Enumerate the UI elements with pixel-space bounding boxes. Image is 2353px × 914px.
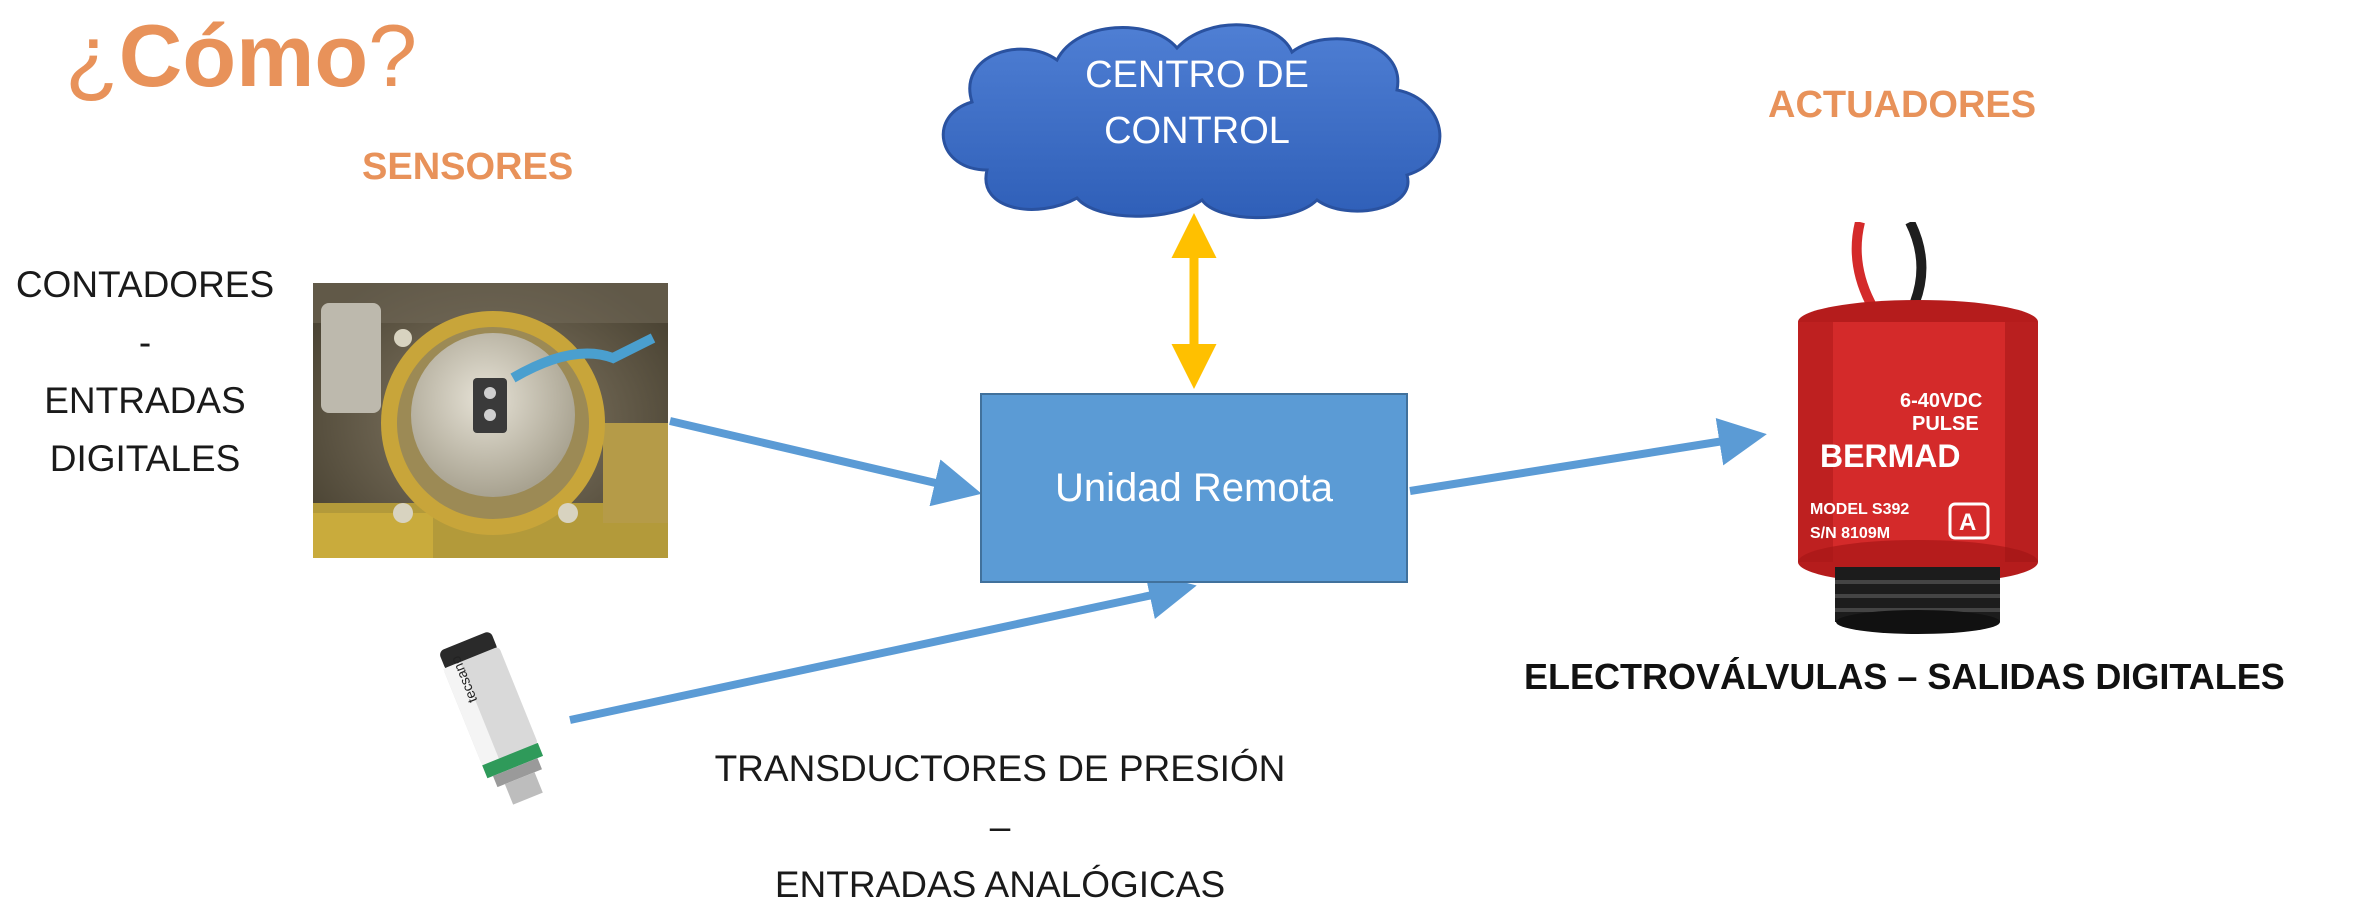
arrow-meter-to-remote (669, 417, 982, 507)
valve-badge-frame (1948, 502, 1990, 540)
valve-serial-text: S/N 8109M (1810, 525, 1890, 542)
control-center-line1: CENTRO DE (1085, 54, 1309, 96)
pressure-transducer-photo: tecsano (440, 632, 544, 805)
page-title: ¿Cómo? (65, 6, 418, 105)
title-open: ¿ (65, 6, 119, 105)
actuators-heading: ACTUADORES (1768, 84, 2037, 126)
valve-badge-text: A (1959, 509, 1976, 536)
counters-label-line3: ENTRADAS (44, 380, 246, 421)
transducers-label-line3: ENTRADAS ANALÓGICAS (774, 864, 1226, 905)
water-meter-photo (313, 283, 668, 558)
valve-voltage-text: 6-40VDC (1900, 390, 1982, 412)
control-center-line2: CONTROL (1104, 110, 1290, 152)
electrovalves-label: ELECTROVÁLVULAS – SALIDAS DIGITALES (1524, 656, 2285, 697)
valve-brand-text: BERMAD (1820, 438, 1960, 474)
transducers-label-line2: – (989, 806, 1011, 847)
title-word: Cómo (118, 6, 369, 105)
valve-model-text: MODEL S392 (1810, 501, 1909, 518)
counters-label: CONTADORES - ENTRADAS DIGITALES (5, 256, 285, 488)
control-center-label: CENTRO DE CONTROL (997, 47, 1397, 159)
transducers-label: TRANSDUCTORES DE PRESIÓN – ENTRADAS ANAL… (660, 740, 1340, 914)
remote-unit-label: Unidad Remota (1055, 465, 1333, 510)
solenoid-valve-photo: 6-40VDC PULSE BERMAD MODEL S392 S/N 8109… (1798, 222, 2038, 634)
counters-label-line2: - (138, 322, 152, 363)
title-close: ? (368, 6, 418, 105)
counters-label-line1: CONTADORES (15, 264, 275, 305)
transducers-label-line1: TRANSDUCTORES DE PRESIÓN (714, 748, 1286, 789)
remote-unit-box: Unidad Remota (980, 393, 1408, 583)
arrow-transducer-to-remote (569, 572, 1197, 724)
control-center-cloud (941, 23, 1442, 220)
sensors-heading: SENSORES (362, 146, 574, 188)
counters-label-line4: DIGITALES (49, 438, 241, 479)
valve-pulse-text: PULSE (1912, 413, 1979, 435)
arrow-remote-to-valve (1409, 417, 1767, 495)
